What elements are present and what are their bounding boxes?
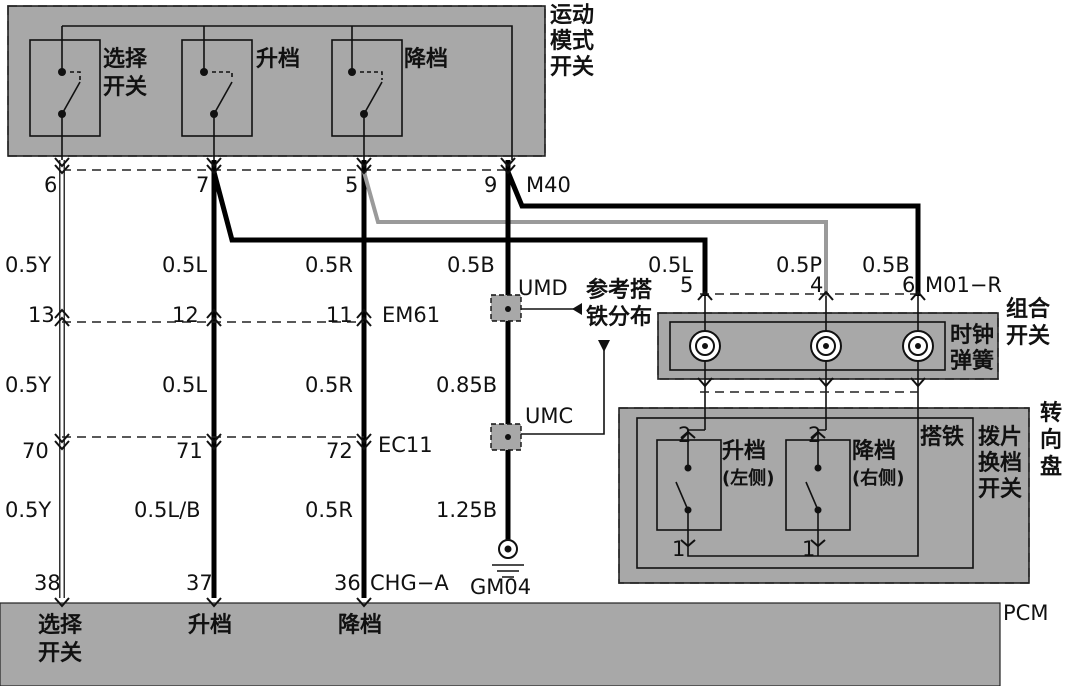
ec11-label: EC11 [378,433,433,457]
wire-spec-ground-3: 1.25B [436,498,497,522]
paddle-left-pin-2: 2 [678,423,691,447]
m40-label: M40 [526,173,571,197]
clock-spring-coils [689,330,934,362]
pin-7: 7 [196,173,209,197]
pin-11: 11 [326,303,353,327]
steering-wheel-assembly [618,396,1030,584]
pcm-label: PCM [1003,601,1048,625]
steering-label-1: 转 [1040,400,1062,426]
umc-ref-arrow [598,340,610,352]
gm04-label: GM04 [470,575,531,599]
pin-70: 70 [22,439,49,463]
sport-mode-switch-assembly: 选择 开关 升档 降档 [7,5,546,160]
umc-label: UMC [525,404,573,428]
upshift-switch-contact [200,26,233,160]
ground-symbol [492,539,524,578]
em61-label: EM61 [382,303,440,327]
pcm-bar [0,602,1001,686]
wire-spec-ground-2: 0.85B [436,373,497,397]
umd-ref-arrow [572,303,582,315]
umc-box [490,423,522,451]
paddle-left-pin-1: 1 [672,537,685,561]
combo-switch-label-2: 开关 [1006,324,1050,349]
downshift-branch-wire [362,171,828,296]
upshift-switch-box [181,39,253,137]
pcm-select-label-2: 开关 [38,641,82,666]
pin-6: 6 [44,173,57,197]
pin-36: 36 [334,571,361,595]
pin-38: 38 [34,571,61,595]
ground-ref-label-2: 铁分布 [586,304,652,330]
wire-spec-select-3: 0.5Y [5,498,51,522]
downshift-switch-label: 降档 [404,47,448,72]
wire-spec-combo-4: 0.5P [776,253,822,277]
paddle-switch-label-1: 拨片 [978,425,1022,450]
combo-pin-5: 5 [680,273,693,297]
paddle-left-sub: (左侧) [722,467,774,489]
sport-mode-label-2: 模式 [550,29,594,54]
ground-label: 搭铁 [920,424,964,450]
wire-spec-ground-1: 0.5B [447,253,495,277]
upshift-switch-label: 升档 [256,47,300,72]
select-switch-label-2: 开关 [103,75,147,100]
combo-pin-6: 6 [902,273,915,297]
sport-mode-label-1: 运动 [550,3,594,28]
wire-spec-upshift-2: 0.5L [162,373,207,397]
pin-37: 37 [186,571,213,595]
pcm-select-label-1: 选择 [38,612,83,638]
m40-branch-wire [505,171,921,296]
umc-ref-line [521,348,605,435]
select-switch-label-1: 选择 [103,46,148,72]
connector-chevrons [54,157,516,451]
wire-spec-upshift-1: 0.5L [162,253,207,277]
umd-label: UMD [518,276,568,300]
paddle-right-pin-1: 1 [802,537,815,561]
paddle-right-pin-2: 2 [808,423,821,447]
paddle-right-sub: (右侧) [852,467,904,489]
pcm-downshift-label: 降档 [338,613,382,638]
sport-mode-label-3: 开关 [550,55,594,80]
pin-71: 71 [176,439,203,463]
pcm-chevrons [54,597,372,608]
combo-pin-4: 4 [810,273,823,297]
select-switch-box [29,39,101,137]
wire-spec-downshift-1: 0.5R [305,253,353,277]
downshift-switch-box [331,39,403,137]
m01r-label: M01−R [925,273,1002,297]
wire-spec-downshift-2: 0.5R [305,373,353,397]
wire-spec-select-2: 0.5Y [5,373,51,397]
pin-9: 9 [484,173,497,197]
wire-spec-combo-6: 0.5B [862,253,910,277]
paddle-right-label: 降档 [852,439,896,464]
paddle-left-label: 升档 [722,439,766,464]
clock-spring-label-2: 弹簧 [950,348,994,374]
select-switch-contact [58,26,81,160]
paddle-switch-label-2: 换档 [978,450,1022,476]
combo-switch-label-1: 组合 [1006,296,1051,322]
downshift-switch-contact [348,26,383,160]
wire-spec-upshift-3: 0.5L/B [134,498,201,522]
switch-common-bus [62,25,513,160]
pcm-upshift-label: 升档 [188,613,232,638]
paddle-left-box [656,439,722,531]
pin-72: 72 [326,439,353,463]
wire-spec-combo-5: 0.5L [648,253,693,277]
ground-ref-label-1: 参考搭 [586,277,653,303]
steering-label-2: 向 [1040,427,1062,453]
upshift-branch-wire [211,171,708,296]
steering-label-3: 盘 [1040,454,1062,480]
pin-13: 13 [28,303,55,327]
combo-switch-assembly [657,290,999,396]
clock-spring-label-1: 时钟 [950,322,994,348]
chg-a-label: CHG−A [370,571,449,595]
wire-spec-downshift-3: 0.5R [305,498,353,522]
paddle-switch-label-3: 开关 [978,477,1022,502]
pin-12: 12 [172,303,199,327]
pin-5: 5 [345,173,358,197]
wire-spec-select-1: 0.5Y [5,253,51,277]
